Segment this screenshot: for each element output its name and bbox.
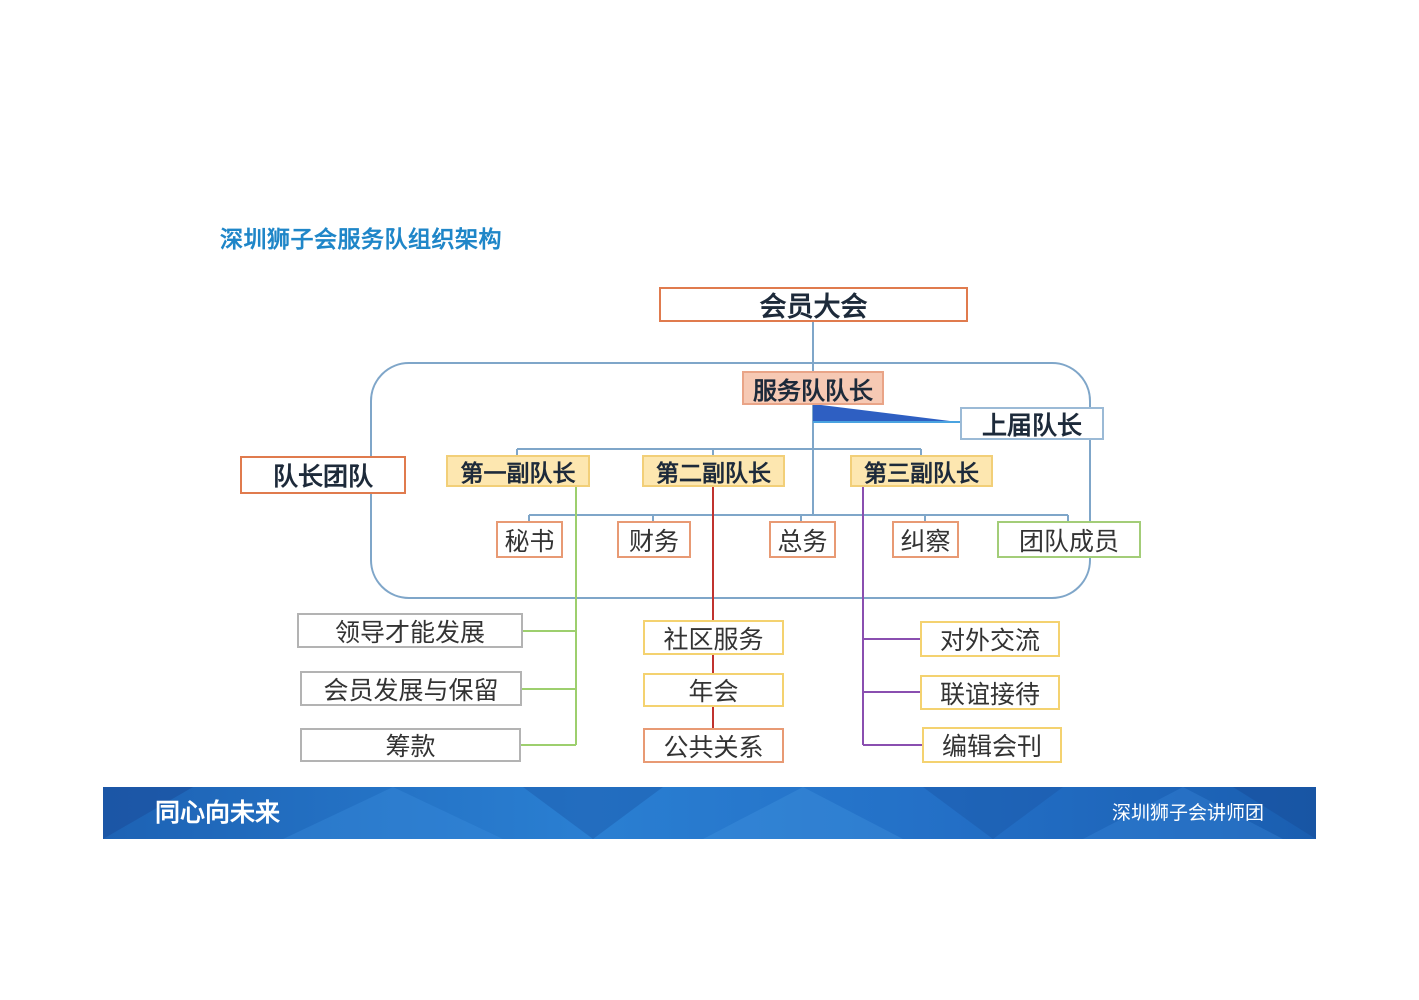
banner-organization: 深圳狮子会讲师团 <box>1111 802 1264 824</box>
team-leader-box: 服务队队长 <box>742 371 884 405</box>
vp3-item-publication: 编辑会刊 <box>922 727 1062 763</box>
vp3-item-reception: 联谊接待 <box>920 675 1060 710</box>
general-affairs-box: 总务 <box>769 521 836 558</box>
past-leader-box: 上届队长 <box>960 407 1104 440</box>
finance-box: 财务 <box>617 521 691 558</box>
vp1-item-membership: 会员发展与保留 <box>300 671 522 706</box>
vp2-item-community: 社区服务 <box>643 620 784 655</box>
secretary-box: 秘书 <box>496 521 563 558</box>
vp1-box: 第一副队长 <box>446 455 590 487</box>
vp1-item-leadership: 领导才能发展 <box>297 613 523 648</box>
diagram-title: 深圳狮子会服务队组织架构 <box>220 227 502 253</box>
past-leader-wedge <box>813 404 958 422</box>
vp2-item-public-relations: 公共关系 <box>643 728 784 763</box>
inspector-box: 纠察 <box>892 521 959 558</box>
general-assembly-box: 会员大会 <box>659 287 968 323</box>
footer-banner: 同心向未来 深圳狮子会讲师团 <box>103 787 1316 839</box>
vp3-item-exchange: 对外交流 <box>920 621 1060 657</box>
leadership-team-box: 队长团队 <box>240 456 406 494</box>
vp2-box: 第二副队长 <box>642 455 785 487</box>
banner-pattern <box>103 787 1316 839</box>
vp2-item-annual-meeting: 年会 <box>643 673 784 707</box>
team-members-box: 团队成员 <box>997 521 1141 558</box>
banner-slogan: 同心向未来 <box>155 798 281 827</box>
vp1-item-fundraising: 筹款 <box>300 728 521 762</box>
vp3-box: 第三副队长 <box>850 455 993 487</box>
